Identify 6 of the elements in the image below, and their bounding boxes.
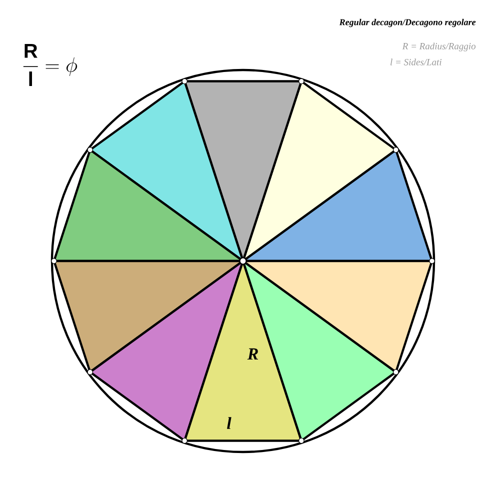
title: Regular decagon/Decagono regolare <box>339 18 476 28</box>
definition-text: l = Sides/Lati <box>390 58 442 66</box>
formula: $\frac{\mathbf{R}}{\mathbf{l}}=\phi$ <box>23 44 78 86</box>
definition-text: R = Radius/Raggio <box>402 42 476 52</box>
side-label: l <box>227 417 232 429</box>
radius-label: R <box>247 348 258 360</box>
